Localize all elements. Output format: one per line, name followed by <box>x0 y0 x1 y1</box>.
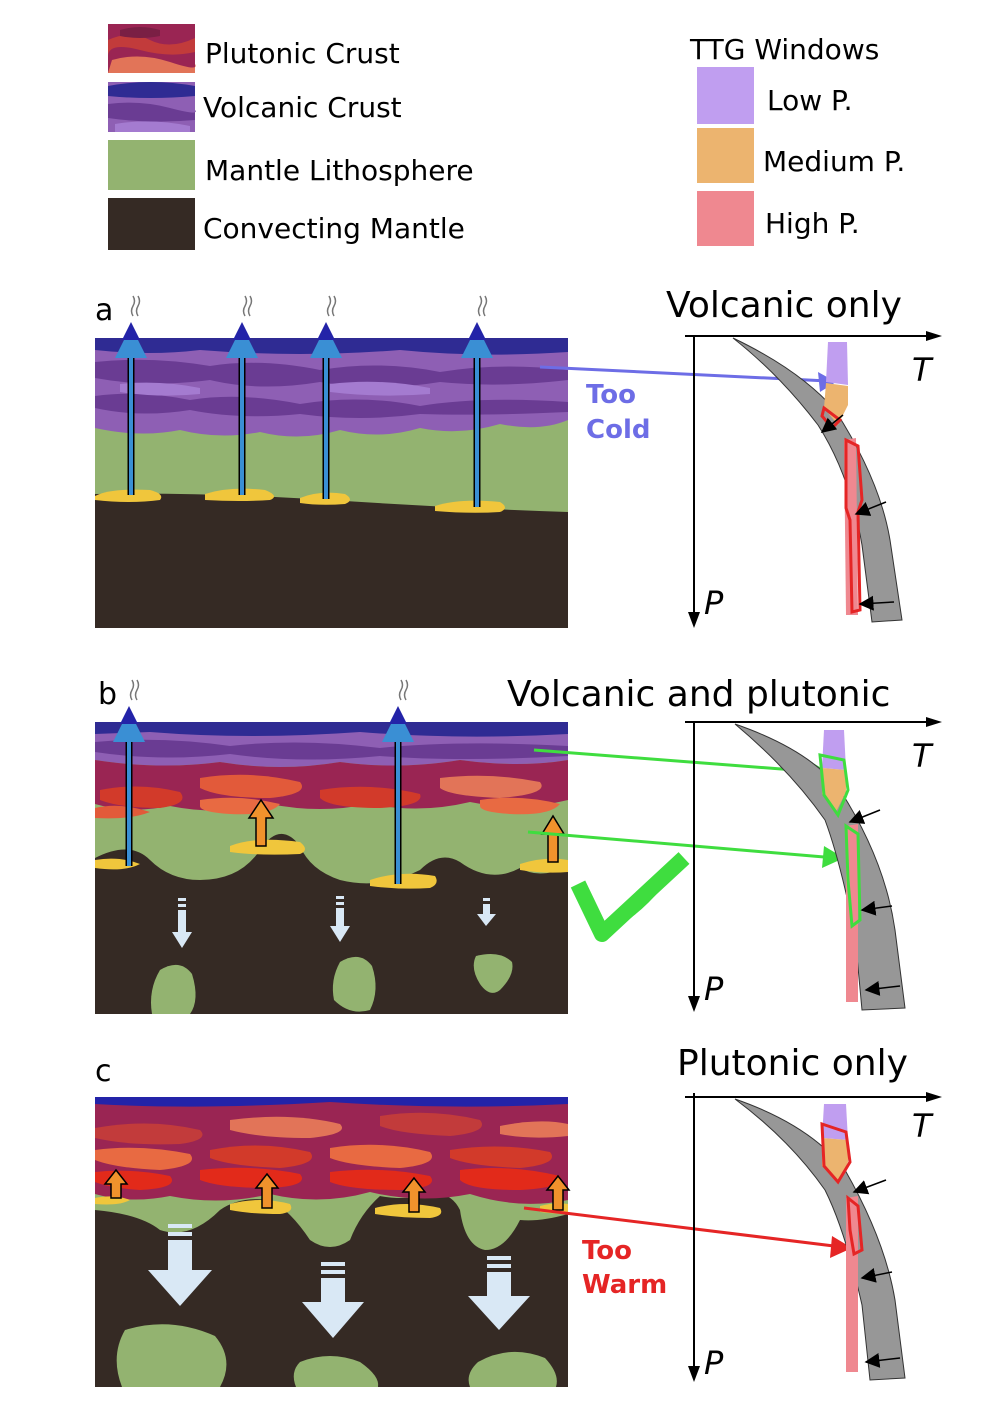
panel-a: a <box>95 285 942 628</box>
panel-c-cross-section <box>95 1097 571 1387</box>
legend-label-volcanic: Volcanic Crust <box>203 91 402 124</box>
panel-c-letter: c <box>95 1054 112 1089</box>
ttg-swatch-medium <box>697 128 754 183</box>
t-label-b: T <box>912 737 934 775</box>
too-warm-line1: Too <box>582 1236 632 1266</box>
ttg-swatch-high <box>697 191 754 246</box>
p-label-c: P <box>704 1344 724 1382</box>
too-cold-line2: Cold <box>586 415 650 445</box>
panel-c: c <box>95 1043 942 1387</box>
t-label-c: T <box>912 1107 934 1145</box>
legend-swatch-plutonic <box>108 24 196 73</box>
pt-diagram-b: Volcanic and plutonic T P <box>507 674 942 1012</box>
panel-a-letter: a <box>95 293 113 328</box>
ttg-label-high: High P. <box>765 207 860 240</box>
panel-b-cross-section <box>95 679 568 1014</box>
too-warm-arrowhead <box>830 1236 852 1258</box>
panel-a-title: Volcanic only <box>666 285 902 326</box>
t-label-a: T <box>912 351 934 389</box>
panel-b-letter: b <box>98 677 117 712</box>
legend-swatch-volcanic <box>108 82 196 132</box>
legend-label-convecting: Convecting Mantle <box>203 212 465 245</box>
panel-b-title: Volcanic and plutonic <box>507 674 890 715</box>
p-label-b: P <box>704 970 724 1008</box>
too-cold-line1: Too <box>586 380 636 410</box>
too-warm-line2: Warm <box>582 1270 667 1300</box>
ttg-label-medium: Medium P. <box>763 145 905 178</box>
ttg-label-low: Low P. <box>767 84 852 117</box>
ttg-swatch-low <box>697 67 754 124</box>
ttg-legend-title: TTG Windows <box>689 33 879 66</box>
p-label-a: P <box>704 584 724 622</box>
legend: Plutonic Crust Volcanic Crust Mantle Lit… <box>108 24 905 250</box>
panel-c-title: Plutonic only <box>677 1043 908 1084</box>
good-arrow-1 <box>533 748 821 774</box>
legend-label-lithosphere: Mantle Lithosphere <box>205 154 474 187</box>
legend-label-plutonic: Plutonic Crust <box>205 37 400 70</box>
good-arrow-2 <box>527 830 837 860</box>
panel-b: b <box>95 674 942 1014</box>
panel-a-cross-section <box>95 295 568 628</box>
pt-diagram-c: Plutonic only T P <box>677 1043 942 1382</box>
legend-swatch-lithosphere <box>108 140 195 190</box>
pt-diagram-a: Volcanic only T P <box>666 285 942 628</box>
checkmark-stroke <box>570 852 690 942</box>
legend-swatch-convecting <box>108 198 195 250</box>
too-warm-arrow <box>523 1206 843 1249</box>
